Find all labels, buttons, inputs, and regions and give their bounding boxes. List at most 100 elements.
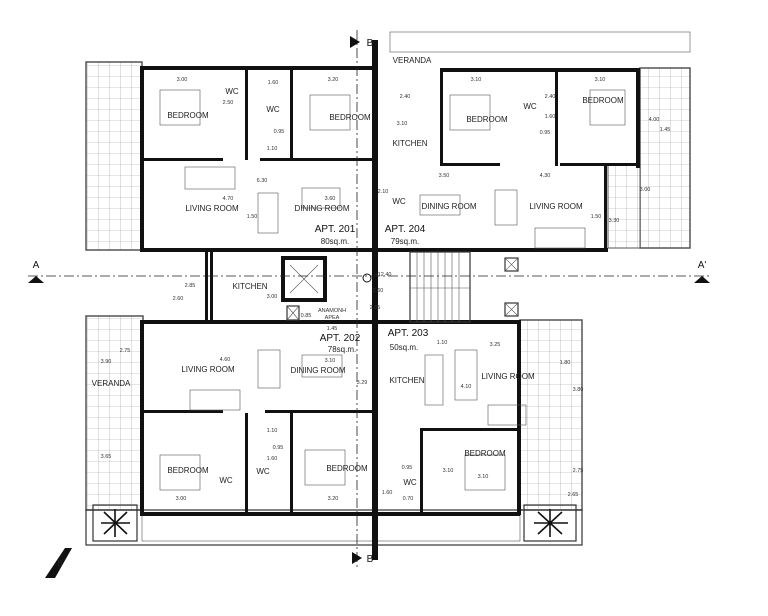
dimension: 3.25 xyxy=(490,342,501,348)
dimension: 3.10 xyxy=(595,77,606,83)
dimension: 4.10 xyxy=(461,384,472,390)
dimension: 1.80 xyxy=(560,360,571,366)
dimension: 3.00 xyxy=(177,77,188,83)
dimension: 0.95 xyxy=(540,130,551,136)
dimension: 6.30 xyxy=(257,178,268,184)
dimension: 2.60 xyxy=(373,288,384,294)
dimension: 3.10 xyxy=(325,358,336,364)
room-label: WC xyxy=(219,476,233,485)
dimension: 1.60 xyxy=(545,114,556,120)
room-label: KITCHEN xyxy=(232,282,267,291)
dimension: 4.70 xyxy=(223,196,234,202)
room-label: BEDROOM xyxy=(167,111,209,120)
room-label: WC xyxy=(392,197,406,206)
section-mark-b-compass: B xyxy=(57,559,62,568)
dimension: 3.90 xyxy=(101,359,112,365)
room-label: KITCHEN xyxy=(389,376,424,385)
room-label: BEDROOM xyxy=(167,466,209,475)
core-labels: ΑΝΑΜΟΝΗ ΑΡΕΑ 1.45 0.85 2.85 2.60 xyxy=(301,288,384,332)
room-label: BEDROOM xyxy=(466,115,508,124)
dimension: 2.65 xyxy=(568,492,579,498)
room-label: VERANDA xyxy=(92,379,131,388)
section-mark-b-top: B xyxy=(367,38,374,49)
dimension: 0.70 xyxy=(403,496,414,502)
room-label: LIVING ROOM xyxy=(529,202,583,211)
room-label: BEDROOM xyxy=(326,464,368,473)
section-mark-a-right: A' xyxy=(698,260,707,271)
apt-202: KITCHEN VERANDA LIVING ROOM DINING ROOM … xyxy=(92,282,368,502)
apt-201: BEDROOM WC WC BEDROOM LIVING ROOM DINING… xyxy=(167,77,371,246)
dimension: 2.50 xyxy=(223,100,234,106)
dimension: 2.40 xyxy=(545,94,556,100)
dimension: 3.20 xyxy=(328,496,339,502)
level-mark: +12.40 xyxy=(375,272,392,278)
dimension: 2.10 xyxy=(378,189,389,195)
dimension: 2.40 xyxy=(400,94,411,100)
staircase xyxy=(409,251,471,323)
dimension: 4.00 xyxy=(649,117,660,123)
room-label: VERANDA xyxy=(393,56,432,65)
veranda-tiles xyxy=(85,31,691,546)
dimension: 1.10 xyxy=(267,146,278,152)
dimension: 3.50 xyxy=(439,173,450,179)
dimension: 3.00 xyxy=(176,496,187,502)
room-label: LIVING ROOM xyxy=(185,204,239,213)
dimension: 3.30 xyxy=(609,218,620,224)
dimension: 2.85 xyxy=(185,283,196,289)
dimension: 1.45 xyxy=(327,326,338,332)
dimension: 0.95 xyxy=(273,445,284,451)
dimension: 1.60 xyxy=(268,80,279,86)
dimension: 3.00 xyxy=(640,187,651,193)
room-label: DINING ROOM xyxy=(294,204,349,213)
dimension: 1.10 xyxy=(437,340,448,346)
apartment-name: APT. 203 xyxy=(388,328,429,339)
dimension: 3.20 xyxy=(328,77,339,83)
dimension: 1.50 xyxy=(591,214,602,220)
apartment-name: APT. 202 xyxy=(320,333,361,344)
room-label: DINING ROOM xyxy=(421,202,476,211)
room-label: BEDROOM xyxy=(464,449,506,458)
planter-right xyxy=(523,504,577,542)
apartment-area: 78sq.m. xyxy=(328,345,356,354)
apartment-name: APT. 204 xyxy=(385,224,426,235)
room-label: DINING ROOM xyxy=(290,366,345,375)
apt-203: KITCHEN LIVING ROOM WC BEDROOM APT. 203 … xyxy=(382,328,584,502)
dimension: 3.10 xyxy=(478,474,489,480)
section-lines xyxy=(28,30,710,578)
room-label: LIVING ROOM xyxy=(181,365,235,374)
dimension: 3.10 xyxy=(471,77,482,83)
dimension: 4.60 xyxy=(220,357,231,363)
elevator xyxy=(281,256,327,302)
dimension: 1.60 xyxy=(267,456,278,462)
room-label: WC xyxy=(523,102,537,111)
dimension: 4.30 xyxy=(540,173,551,179)
waiting-area-label: ΑΝΑΜΟΝΗ xyxy=(318,308,346,314)
dimension: 2.75 xyxy=(120,348,131,354)
dimension: 3.29 xyxy=(357,380,368,386)
apartment-area: 80sq.m. xyxy=(321,237,349,246)
dimension: 3.00 xyxy=(267,294,278,300)
dimension: 0.85 xyxy=(301,313,312,319)
dimension: 3.60 xyxy=(325,196,336,202)
room-label: BEDROOM xyxy=(329,113,371,122)
apt-204: VERANDA KITCHEN WC BEDROOM WC BEDROOM DI… xyxy=(378,56,671,246)
dimension: 0.95 xyxy=(274,129,285,135)
dimension: 2.75 xyxy=(573,468,584,474)
furniture xyxy=(159,89,626,491)
apartment-name: APT. 201 xyxy=(315,224,356,235)
section-mark-b-bottom: B xyxy=(367,554,374,565)
planter-left xyxy=(92,504,138,542)
room-label: WC xyxy=(256,467,270,476)
dimension: 0.95 xyxy=(402,465,413,471)
shafts xyxy=(286,257,519,321)
dimension: 1.45 xyxy=(660,127,671,133)
room-label: WC xyxy=(225,87,239,96)
room-label: BEDROOM xyxy=(582,96,624,105)
dimension: 3.65 xyxy=(101,454,112,460)
dimension: 1.50 xyxy=(247,214,258,220)
walls xyxy=(140,40,640,560)
room-label: LIVING ROOM xyxy=(481,372,535,381)
waiting-area-label: ΑΡΕΑ xyxy=(325,315,340,321)
dimension: 3.10 xyxy=(397,121,408,127)
